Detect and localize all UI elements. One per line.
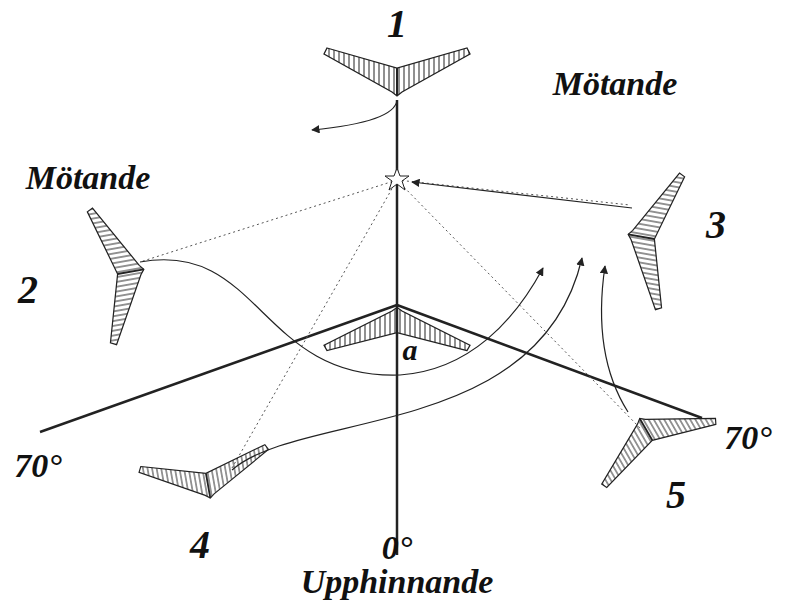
callout-number: 2 [18, 270, 38, 310]
meeting-point-star [385, 168, 409, 190]
glider-3 [616, 166, 685, 311]
angle-label: 70° [724, 421, 772, 455]
flight-paths [140, 100, 632, 470]
callout-number: 1 [387, 4, 407, 44]
glider-5 [583, 386, 718, 489]
glider-4 [138, 444, 275, 509]
callout-number: 4 [190, 525, 210, 565]
direction-label: Mötande [26, 161, 151, 195]
glider-center [324, 307, 470, 350]
glider-2 [87, 201, 156, 346]
direction-label: Upphinnande [301, 565, 494, 599]
callout-number: 3 [706, 205, 726, 245]
angle-label: 0° [382, 531, 413, 565]
sight-lines [140, 180, 640, 468]
glider-1 [324, 48, 470, 96]
direction-label: Mötande [553, 67, 678, 101]
angle-label: 70° [14, 449, 62, 483]
callout-number: 5 [666, 475, 686, 515]
angle-label: a [403, 335, 418, 365]
